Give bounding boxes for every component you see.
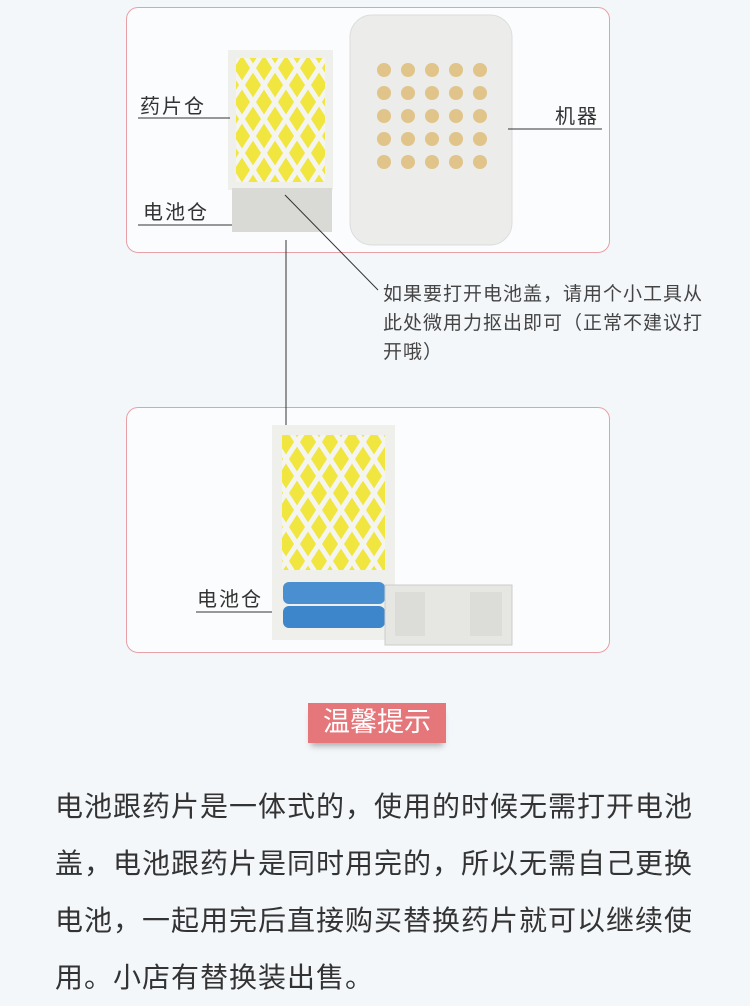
vent-hole bbox=[401, 86, 415, 100]
vent-hole bbox=[377, 155, 391, 169]
machine-label: 机器 bbox=[555, 104, 599, 128]
tips-text: 电池跟药片是一体式的，使用的时候无需打开电池盖，电池跟药片是同时用完的，所以无需… bbox=[55, 790, 694, 994]
vent-hole bbox=[449, 155, 463, 169]
vent-hole bbox=[377, 109, 391, 123]
battery-compartment-label: 电池仓 bbox=[143, 200, 209, 224]
vent-hole bbox=[473, 132, 487, 146]
vent-hole bbox=[425, 132, 439, 146]
vent-hole bbox=[425, 63, 439, 77]
vent-hole bbox=[473, 63, 487, 77]
vent-hole bbox=[377, 132, 391, 146]
vent-hole bbox=[449, 132, 463, 146]
vent-hole bbox=[401, 132, 415, 146]
vent-hole bbox=[473, 109, 487, 123]
vent-hole bbox=[401, 63, 415, 77]
vent-hole bbox=[401, 109, 415, 123]
vent-hole bbox=[377, 63, 391, 77]
tips-badge: 温馨提示 bbox=[308, 703, 446, 743]
vent-hole bbox=[473, 155, 487, 169]
vent-hole bbox=[401, 155, 415, 169]
vent-hole bbox=[425, 155, 439, 169]
machine-image bbox=[349, 14, 513, 246]
vent-hole bbox=[449, 63, 463, 77]
vent-hole bbox=[449, 109, 463, 123]
vent-hole bbox=[449, 86, 463, 100]
cartridge-open-image bbox=[272, 425, 513, 646]
open-cover-note: 如果要打开电池盖，请用个小工具从此处微用力抠出即可（正常不建议打开哦） bbox=[383, 283, 704, 363]
cartridge-image bbox=[228, 50, 333, 232]
vent-hole bbox=[425, 86, 439, 100]
vent-hole bbox=[473, 86, 487, 100]
battery-compartment-label-bottom: 电池仓 bbox=[197, 587, 263, 611]
vent-hole bbox=[377, 86, 391, 100]
product-illustration bbox=[138, 14, 602, 646]
cartridge-label: 药片仓 bbox=[140, 94, 206, 118]
vent-hole bbox=[425, 109, 439, 123]
